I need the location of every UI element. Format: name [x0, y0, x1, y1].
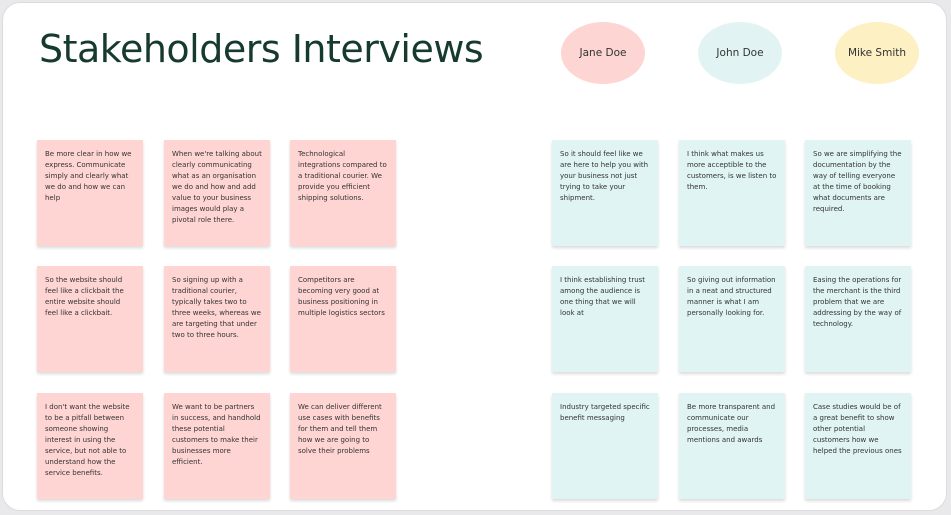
sticky-note[interactable]: Be more transparent and communicate our … [679, 393, 785, 499]
sticky-note[interactable]: I think establishing trust among the aud… [552, 266, 658, 372]
sticky-note[interactable]: Competitors are becoming very good at bu… [290, 266, 396, 372]
persona-label: John Doe [716, 47, 764, 59]
sticky-note[interactable]: I think what makes us more acceptible to… [679, 140, 785, 246]
sticky-note[interactable]: So it should feel like we are here to he… [552, 140, 658, 246]
sticky-note[interactable]: I don't want the website to be a pitfall… [37, 393, 143, 499]
sticky-note[interactable]: So the website should feel like a clickb… [37, 266, 143, 372]
sticky-note[interactable]: We want to be partners in success, and h… [164, 393, 270, 499]
sticky-note[interactable]: Easing the operations for the merchant i… [805, 266, 911, 372]
persona-label: Jane Doe [579, 47, 627, 59]
sticky-note[interactable]: So giving out information in a neat and … [679, 266, 785, 372]
persona-jane-doe[interactable]: Jane Doe [561, 22, 645, 84]
sticky-note[interactable]: When we're talking about clearly communi… [164, 140, 270, 246]
sticky-note[interactable]: Be more clear in how we express. Communi… [37, 140, 143, 246]
sticky-note[interactable]: So we are simplifying the documentation … [805, 140, 911, 246]
sticky-note[interactable]: Case studies would be of a great benefit… [805, 393, 911, 499]
persona-label: Mike Smith [847, 47, 907, 59]
persona-mike-smith[interactable]: Mike Smith [835, 22, 919, 84]
page-title: Stakeholders Interviews [39, 27, 484, 71]
sticky-note[interactable]: So signing up with a traditional courier… [164, 266, 270, 372]
persona-john-doe[interactable]: John Doe [698, 22, 782, 84]
sticky-note[interactable]: Industry targeted specific benefit messa… [552, 393, 658, 499]
sticky-note[interactable]: We can deliver different use cases with … [290, 393, 396, 499]
sticky-note[interactable]: Technological integrations compared to a… [290, 140, 396, 246]
